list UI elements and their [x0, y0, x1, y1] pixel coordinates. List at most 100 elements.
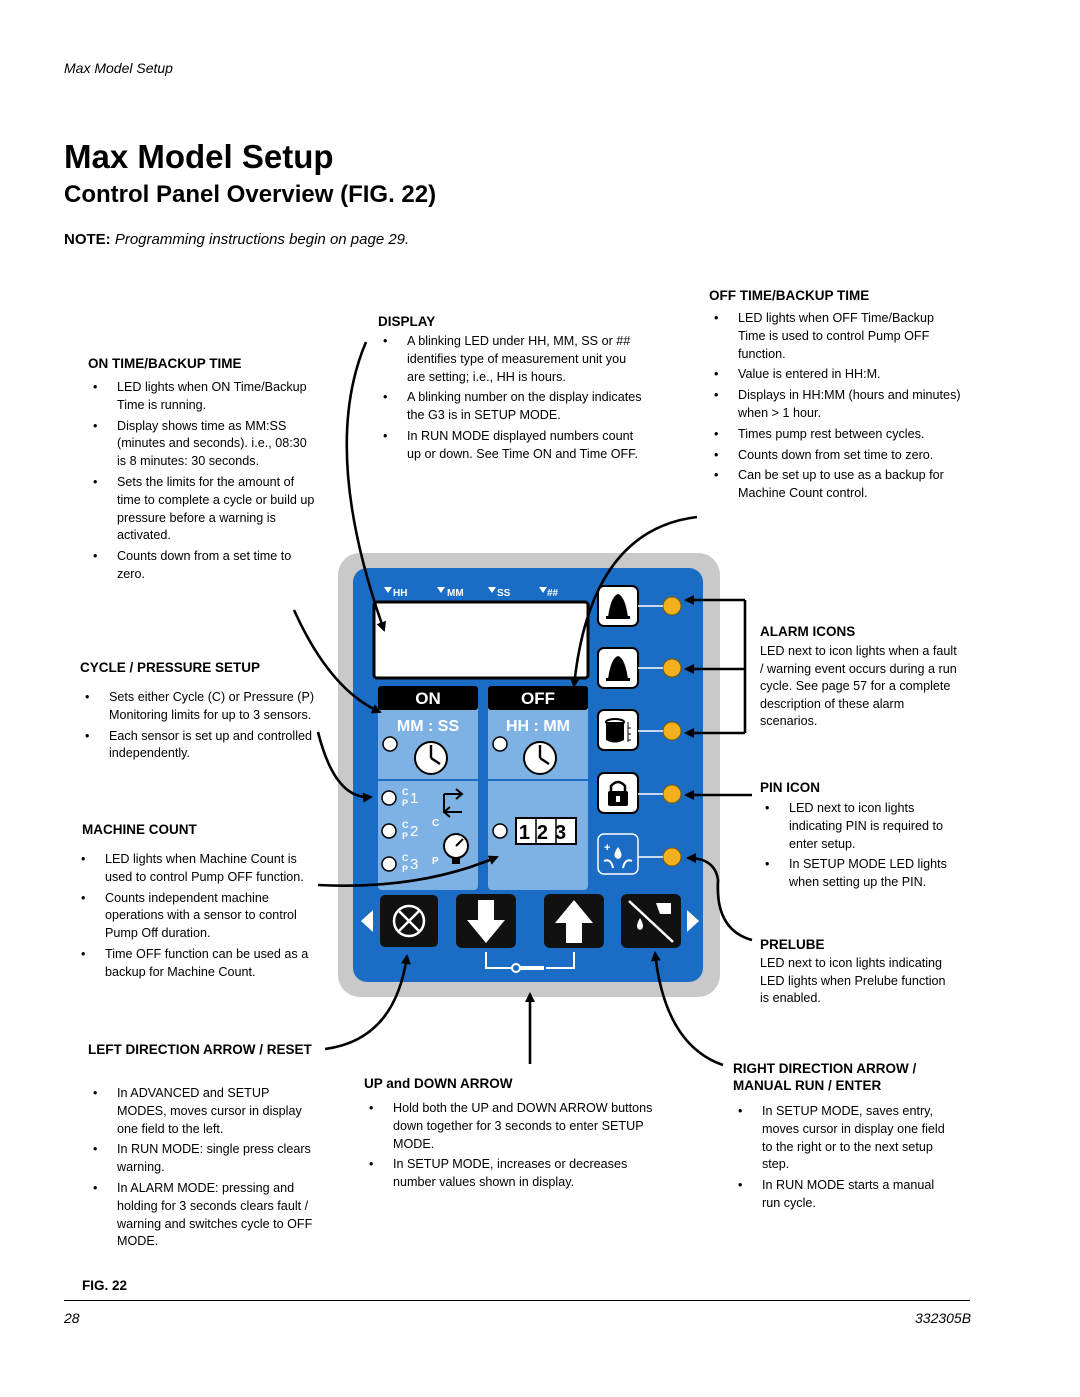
list-item: LED next to icon lights indicating PIN i…: [760, 800, 965, 853]
counter-digits: 123: [519, 822, 573, 844]
alarm-icons-title: ALARM ICONS: [760, 624, 856, 639]
right-arrow-title: RIGHT DIRECTION ARROW / MANUAL RUN / ENT…: [733, 1061, 917, 1093]
list-item: Sets either Cycle (C) or Pressure (P) Mo…: [80, 689, 318, 725]
up-down-title: UP and DOWN ARROW: [364, 1076, 513, 1091]
machine-count-title: MACHINE COUNT: [82, 822, 197, 837]
list-item: Displays in HH:MM (hours and minutes) wh…: [709, 387, 961, 423]
off-format: HH : MM: [506, 718, 570, 735]
led-hh-icon: [384, 587, 392, 593]
cp-p-2: P: [402, 831, 408, 841]
document-number: 332305B: [915, 1310, 972, 1326]
display-unit-mm: MM: [447, 588, 464, 599]
off-time-card: [488, 686, 588, 890]
left-arrow-title: LEFT DIRECTION ARROW / RESET: [88, 1042, 312, 1057]
cycle-arrows-icon: [442, 788, 464, 818]
reservoir-level-icon: [605, 718, 631, 743]
list-item: Counts down from set time to zero.: [709, 447, 961, 465]
list-item: LED lights when OFF Time/Backup Time is …: [709, 310, 961, 363]
display-list: A blinking LED under HH, MM, SS or ## id…: [378, 333, 643, 467]
on-time-led: [382, 736, 398, 752]
list-item: Time OFF function can be used as a backu…: [76, 946, 320, 982]
manual-run-enter-button[interactable]: [621, 894, 681, 948]
prelube-led: [662, 847, 682, 867]
up-arrow-button[interactable]: [544, 894, 604, 948]
list-item: In RUN MODE: single press clears warning…: [88, 1141, 322, 1177]
alarm-led-3: [662, 721, 682, 741]
list-item: A blinking number on the display indicat…: [378, 389, 643, 425]
alarm-icon-column: +: [597, 585, 639, 875]
display-title: DISPLAY: [378, 314, 436, 329]
pin-led: [662, 784, 682, 804]
bell-warning-icon: [606, 656, 630, 681]
off-clock-icon: [523, 741, 557, 775]
cycle-pressure-list: Sets either Cycle (C) or Pressure (P) Mo…: [80, 689, 318, 766]
right-arrow-icon: [687, 910, 699, 932]
sensor-1-led: [381, 790, 397, 806]
down-arrow-button[interactable]: [456, 894, 516, 948]
cp-p-1: P: [402, 798, 408, 808]
pin-icon-list: LED next to icon lights indicating PIN i…: [760, 800, 965, 895]
sensor-number-3: 3: [410, 856, 418, 873]
machine-count-callout: [317, 855, 499, 887]
left-arrow-icon: [361, 910, 373, 932]
led-hash-icon: [539, 587, 547, 593]
display-unit-ss: SS: [497, 588, 511, 599]
on-header: [378, 686, 478, 710]
off-time-list: LED lights when OFF Time/Backup Time is …: [709, 310, 961, 506]
display-screen: [372, 600, 590, 680]
list-item: LED lights when ON Time/Backup Time is r…: [88, 379, 318, 415]
list-item: In ADVANCED and SETUP MODES, moves curso…: [88, 1085, 322, 1138]
pressure-letter-p: P: [432, 856, 439, 867]
off-header: [488, 686, 588, 710]
alarm-led-1: [662, 596, 682, 616]
page-number: 28: [64, 1310, 80, 1326]
list-item: Times pump rest between cycles.: [709, 426, 961, 444]
list-item: In SETUP MODE LED lights when setting up…: [760, 856, 965, 892]
off-time-led: [492, 736, 508, 752]
list-item: In RUN MODE starts a manual run cycle.: [733, 1177, 953, 1213]
led-mm-icon: [437, 587, 445, 593]
prelube-text: LED next to icon lights indicating LED l…: [760, 956, 946, 1006]
list-item: Each sensor is set up and controlled ind…: [80, 728, 318, 764]
callout-lines: [292, 341, 753, 1067]
figure-label: FIG. 22: [82, 1278, 128, 1293]
list-item: Counts independent machine operations wi…: [76, 890, 320, 943]
list-item: A blinking LED under HH, MM, SS or ## id…: [378, 333, 643, 386]
on-time-callout: [292, 609, 382, 714]
list-item: LED lights when Machine Count is used to…: [76, 851, 320, 887]
prelube-callout: [686, 853, 753, 942]
sensor-3-led: [381, 856, 397, 872]
left-arrow-callout: [324, 954, 411, 1051]
list-item: In RUN MODE displayed numbers count up o…: [378, 428, 643, 464]
reset-button[interactable]: [378, 893, 440, 949]
on-label: ON: [415, 689, 441, 708]
programming-note: NOTE: Programming instructions begin on …: [64, 231, 409, 248]
page-title: Max Model Setup: [64, 138, 334, 175]
section-subtitle: Control Panel Overview (FIG. 22): [64, 181, 437, 208]
on-time-list: LED lights when ON Time/Backup Time is r…: [88, 379, 318, 587]
list-item: In SETUP MODE, increases or decreases nu…: [364, 1156, 670, 1192]
off-time-title: OFF TIME/BACKUP TIME: [709, 288, 870, 303]
pin-icon-title: PIN ICON: [760, 780, 821, 795]
setup-wrench-icon: [485, 952, 575, 973]
machine-count-counter: 123: [515, 817, 577, 845]
display-callout: [345, 341, 387, 632]
list-item: Can be set up to use as a backup for Mac…: [709, 467, 961, 503]
cp-c-3: C: [402, 853, 409, 863]
list-item: In SETUP MODE, saves entry, moves cursor…: [733, 1103, 953, 1174]
cp-p-3: P: [402, 864, 408, 874]
display-unit-hash: ##: [547, 588, 559, 599]
display-unit-hh: HH: [393, 588, 407, 599]
right-arrow-callout: [650, 951, 724, 1067]
cp-c-1: C: [402, 787, 409, 797]
list-item: Sets the limits for the amount of time t…: [88, 474, 318, 545]
led-ss-icon: [488, 587, 496, 593]
alarm-icons-text: LED next to icon lights when a fault / w…: [760, 644, 957, 729]
cycle-letter-c: C: [432, 818, 439, 829]
prelube-title: PRELUBE: [760, 937, 825, 952]
list-item: In ALARM MODE: pressing and holding for …: [88, 1180, 322, 1251]
list-item: Counts down from a set time to zero.: [88, 548, 318, 584]
on-time-title: ON TIME/BACKUP TIME: [88, 356, 242, 371]
footer-rule: [64, 1300, 970, 1301]
